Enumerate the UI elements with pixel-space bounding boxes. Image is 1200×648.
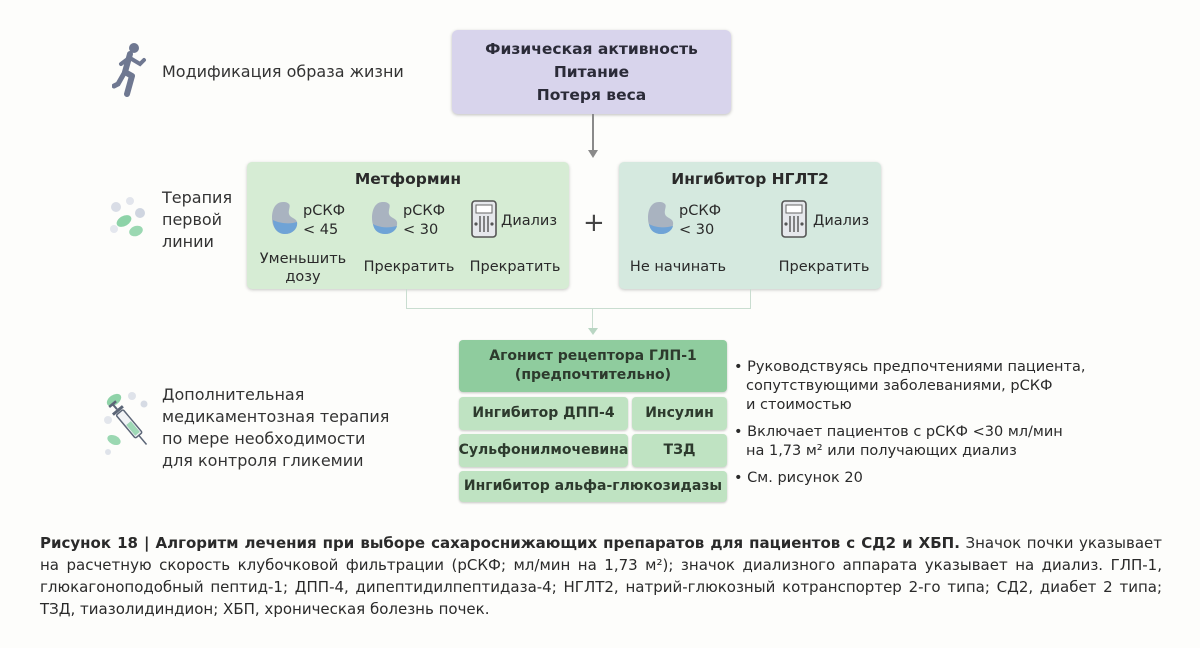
kidney-icon bbox=[372, 202, 398, 234]
cond-line: < 30 bbox=[403, 222, 439, 238]
kidney-icon bbox=[648, 202, 674, 234]
row-label-first-line: Терапия первой линии bbox=[162, 187, 232, 253]
note-line: на 1,73 м² или получающих диализ bbox=[746, 443, 1017, 459]
note-item: • См. рисунок 20 bbox=[734, 469, 1094, 488]
metformin-box: Метформин рСКФ < 45 Уменьшить дозу рСКФ … bbox=[247, 162, 569, 289]
row-label-lifestyle: Модификация образа жизни bbox=[162, 62, 404, 81]
metformin-action: Прекратить bbox=[465, 258, 565, 276]
dpp4-box: Ингибитор ДПП-4 bbox=[459, 397, 628, 430]
plus-sign: + bbox=[583, 208, 605, 238]
note-item: • Включает пациентов с рСКФ <30 мл/мин н… bbox=[734, 423, 1094, 461]
lifestyle-item: Питание bbox=[553, 62, 630, 81]
row-label-additional: Дополнительная медикаментозная терапия п… bbox=[162, 384, 389, 472]
cond-line: < 30 bbox=[679, 222, 715, 238]
row-label-line: медикаментозная терапия bbox=[162, 407, 390, 426]
notes-list: • Руководствуясь предпочтениями пациента… bbox=[734, 358, 1094, 496]
cond-line: рСКФ bbox=[303, 203, 346, 219]
row-label-line: для контроля гликемии bbox=[162, 451, 364, 470]
sglt2-cond: рСКФ < 30 bbox=[679, 202, 721, 240]
connector-line bbox=[406, 289, 407, 309]
metformin-action: Уменьшить дозу bbox=[255, 250, 351, 286]
dialysis-machine-icon bbox=[471, 200, 497, 238]
metformin-cond: Диализ bbox=[501, 212, 557, 231]
lifestyle-box: Физическая активность Питание Потеря вес… bbox=[452, 30, 731, 114]
cond-line: Диализ bbox=[501, 213, 558, 229]
note-line: • Включает пациентов с рСКФ <30 мл/мин bbox=[734, 424, 1063, 440]
sglt2-title: Ингибитор НГЛТ2 bbox=[671, 170, 829, 188]
cond-line: рСКФ bbox=[679, 203, 722, 219]
glp1-box: Агонист рецептора ГЛП-1 (предпочтительно… bbox=[459, 340, 727, 392]
row-label-line: первой bbox=[162, 210, 223, 229]
sglt2-box: Ингибитор НГЛТ2 рСКФ < 30 Не начинать Ди… bbox=[619, 162, 881, 289]
arrow-head-icon bbox=[588, 328, 598, 335]
note-line: • См. рисунок 20 bbox=[734, 470, 863, 486]
lifestyle-item: Потеря веса bbox=[536, 85, 647, 104]
connector-line bbox=[592, 114, 594, 154]
syringe-pills-icon bbox=[104, 392, 148, 455]
glp1-line: Агонист рецептора ГЛП-1 bbox=[489, 348, 697, 364]
pills-icon bbox=[110, 197, 145, 237]
lifestyle-item: Физическая активность bbox=[485, 39, 698, 58]
row-label-line: по мере необходимости bbox=[162, 429, 366, 448]
action-line: Прекратить bbox=[469, 259, 561, 275]
row-label-line: линии bbox=[162, 232, 214, 251]
arrow-head-icon bbox=[588, 150, 598, 158]
connector-line bbox=[750, 289, 751, 309]
insulin-box: Инсулин bbox=[632, 397, 727, 430]
sulfonylurea-box: Сульфонилмочевина bbox=[459, 434, 628, 467]
metformin-cond: рСКФ < 30 bbox=[403, 202, 445, 240]
connector-line bbox=[406, 308, 751, 309]
note-line: сопутствующими заболеваниями, рСКФ bbox=[746, 378, 1053, 394]
metformin-cond: рСКФ < 45 bbox=[303, 202, 345, 240]
action-line: Прекратить bbox=[363, 259, 455, 275]
kidney-icon bbox=[272, 202, 298, 234]
metformin-action: Прекратить bbox=[359, 258, 459, 276]
agi-box: Ингибитор альфа-глюкозидазы bbox=[459, 471, 727, 502]
metformin-title: Метформин bbox=[354, 170, 462, 188]
runner-icon bbox=[112, 43, 146, 97]
sglt2-cond: Диализ bbox=[813, 212, 869, 231]
action-line: Прекратить bbox=[778, 259, 870, 275]
sglt2-action: Не начинать bbox=[623, 258, 733, 276]
action-line: Уменьшить bbox=[259, 251, 347, 267]
figure-caption: Рисунок 18 | Алгоритм лечения при выборе… bbox=[40, 532, 1162, 620]
caption-text: Значок почки указывает на расчетную скор… bbox=[40, 534, 1162, 618]
glp1-line: (предпочтительно) bbox=[514, 367, 672, 383]
row-label-line: Терапия bbox=[162, 188, 233, 207]
note-line: и стоимостью bbox=[746, 397, 852, 413]
note-line: • Руководствуясь предпочтениями пациента… bbox=[734, 359, 1086, 375]
tzd-box: ТЗД bbox=[632, 434, 727, 467]
cond-line: < 45 bbox=[303, 222, 339, 238]
caption-title: Рисунок 18 | Алгоритм лечения при выборе… bbox=[40, 534, 960, 552]
cond-line: Диализ bbox=[813, 213, 870, 229]
action-line: дозу bbox=[285, 269, 321, 285]
sglt2-action: Прекратить bbox=[769, 258, 879, 276]
row-label-line: Дополнительная bbox=[162, 385, 305, 404]
cond-line: рСКФ bbox=[403, 203, 446, 219]
connector-line bbox=[592, 308, 593, 330]
dialysis-machine-icon bbox=[781, 200, 807, 238]
note-item: • Руководствуясь предпочтениями пациента… bbox=[734, 358, 1094, 415]
action-line: Не начинать bbox=[629, 259, 727, 275]
